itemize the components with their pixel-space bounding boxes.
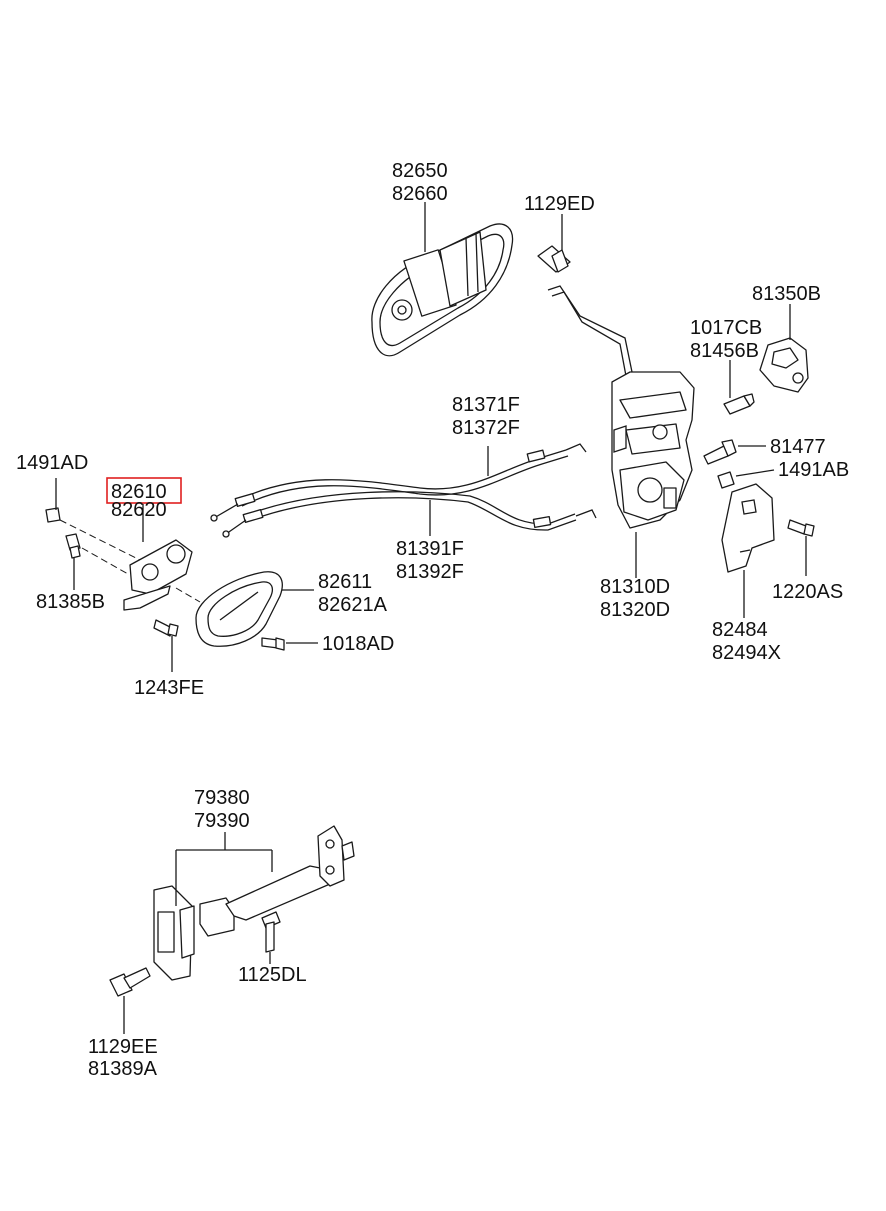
inside-handle-bezel	[195, 571, 283, 647]
label-79390: 79390	[194, 810, 250, 832]
label-81456b: 81456B	[690, 340, 759, 362]
outside-handle	[371, 223, 514, 357]
label-82621a: 82621A	[318, 594, 388, 616]
screw-1125dl	[261, 911, 281, 953]
door-checker	[153, 825, 355, 981]
screw-81385b	[65, 533, 81, 559]
label-82484: 82484	[712, 619, 768, 641]
label-81371f: 81371F	[452, 394, 520, 416]
label-82660: 82660	[392, 183, 448, 205]
label-82611: 82611	[318, 571, 372, 593]
label-81310d: 81310D	[600, 576, 670, 598]
screw-81477	[703, 439, 737, 465]
label-81385b: 81385B	[36, 591, 105, 613]
label-82610: 82610	[111, 481, 167, 503]
assembly-lines	[59, 519, 201, 603]
label-1491ab: 1491AB	[778, 459, 849, 481]
highlight-box-82610	[106, 477, 182, 504]
screw-1018ad	[261, 637, 285, 651]
label-82494x: 82494X	[712, 642, 781, 664]
label-1220as: 1220AS	[772, 581, 843, 603]
label-1129ed: 1129ED	[524, 193, 595, 215]
screw-1220as	[787, 519, 815, 537]
label-1017cb: 1017CB	[690, 317, 762, 339]
label-1125dl: 1125DL	[238, 964, 307, 986]
bolt-1129ee	[109, 967, 151, 997]
label-1243fe: 1243FE	[134, 677, 204, 699]
label-82650: 82650	[392, 160, 448, 182]
label-1018ad: 1018AD	[322, 633, 394, 655]
label-81392f: 81392F	[396, 561, 464, 583]
label-81477: 81477	[770, 436, 826, 458]
leader-79380	[175, 832, 273, 906]
inside-handle-bracket	[123, 539, 193, 611]
screw-1243fe	[153, 619, 179, 637]
label-81372f: 81372F	[452, 417, 520, 439]
label-79380: 79380	[194, 787, 250, 809]
clip-1491ab	[717, 471, 735, 489]
cables	[210, 443, 597, 538]
label-81389a: 81389A	[88, 1058, 158, 1080]
label-81391f: 81391F	[396, 538, 464, 560]
label-81350b: 81350B	[752, 283, 821, 305]
bolt-1129ed	[537, 245, 571, 273]
clip-1491ad	[45, 507, 61, 523]
label-1491ad: 1491AD	[16, 452, 88, 474]
label-82620: 82620	[111, 499, 167, 521]
plate-82484	[721, 483, 775, 573]
bracket-81350b	[759, 337, 809, 393]
label-1129ee: 1129EE	[88, 1036, 158, 1058]
leader-1491ab	[735, 469, 775, 477]
door-latch	[547, 285, 695, 529]
label-81320d: 81320D	[600, 599, 670, 621]
screw-1017cb	[723, 393, 755, 415]
